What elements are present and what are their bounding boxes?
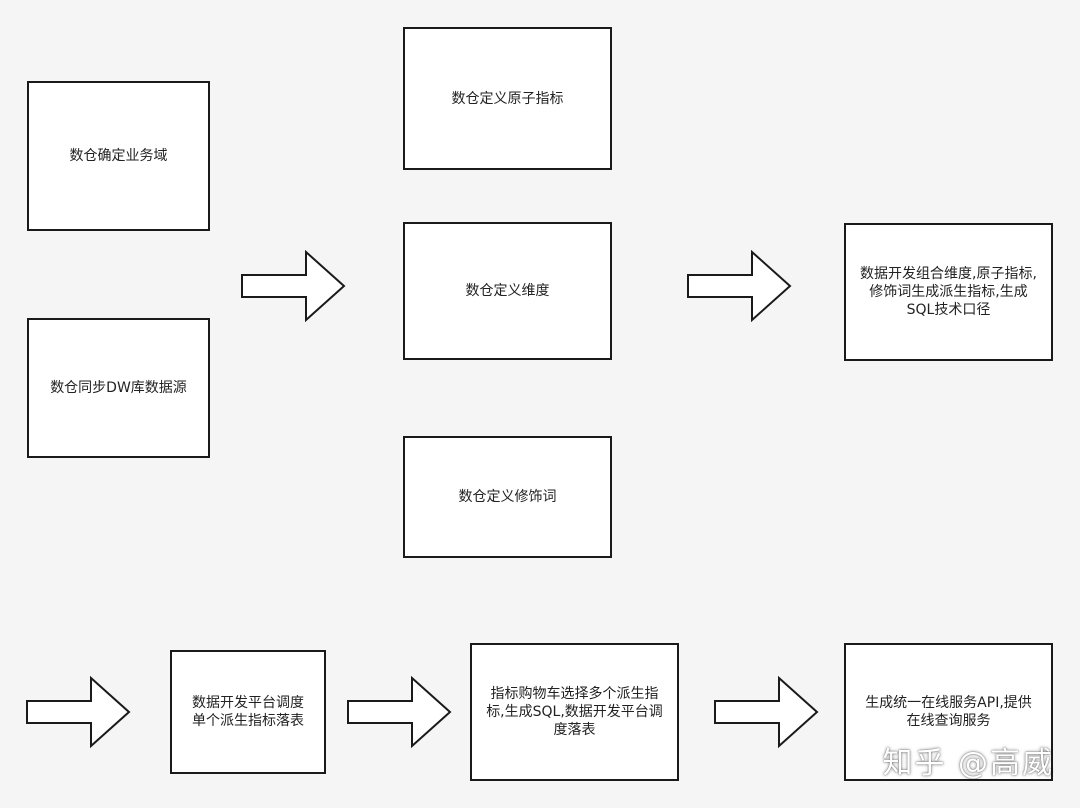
box-modifier-label: 数仓定义修饰词 [458, 489, 557, 505]
box-sync-source: 数仓同步DW库数据源 [27, 318, 210, 458]
box-business-domain: 数仓确定业务域 [27, 81, 210, 231]
box-schedule: 数据开发平台调度 单个派生指标落表 [170, 650, 326, 774]
box-dimension-label: 数仓定义维度 [465, 283, 550, 299]
box-api: 生成统一在线服务API,提供 在线查询服务 [844, 643, 1053, 781]
box-cart: 指标购物车选择多个派生指 标,生成SQL,数据开发平台调 度落表 [470, 643, 679, 781]
box-business-domain-label: 数仓确定业务域 [69, 148, 168, 164]
box-modifier: 数仓定义修饰词 [403, 436, 612, 558]
box-schedule-label: 数据开发平台调度 单个派生指标落表 [192, 695, 304, 729]
watermark: 知乎 @高威 [882, 746, 1054, 781]
box-api-label: 生成统一在线服务API,提供 在线查询服务 [865, 695, 1032, 729]
arrow-right-icon [240, 250, 348, 322]
arrow-right-icon [346, 676, 454, 748]
box-atomic-metric-label: 数仓定义原子指标 [451, 90, 564, 107]
arrow-right-icon [713, 676, 821, 748]
box-atomic-metric: 数仓定义原子指标 [403, 27, 612, 170]
box-combine: 数据开发组合维度,原子指标, 修饰词生成派生指标,生成 SQL技术口径 [844, 223, 1053, 361]
box-combine-label: 数据开发组合维度,原子指标, 修饰词生成派生指标,生成 SQL技术口径 [860, 266, 1037, 318]
box-dimension: 数仓定义维度 [403, 222, 612, 360]
box-cart-label: 指标购物车选择多个派生指 标,生成SQL,数据开发平台调 度落表 [486, 686, 663, 738]
arrow-right-icon [686, 250, 794, 322]
box-sync-source-label: 数仓同步DW库数据源 [50, 380, 187, 396]
arrow-right-icon [25, 676, 133, 748]
